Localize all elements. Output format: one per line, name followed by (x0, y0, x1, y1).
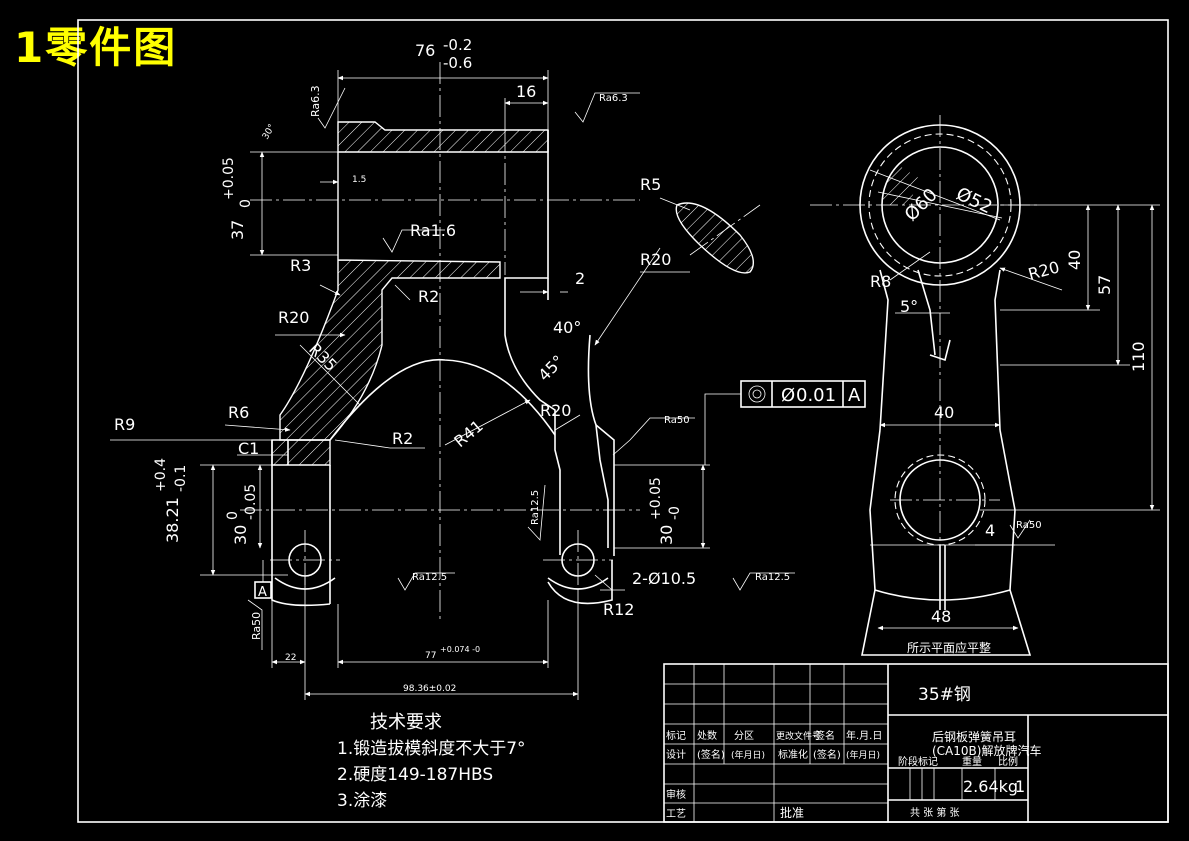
dim-57: 57 (1095, 275, 1114, 295)
tech-item-3: 3.涂漆 (337, 791, 387, 811)
dim-77: 77 (425, 651, 436, 661)
chamfer-c1: C1 (238, 439, 259, 458)
roughness-ra50-left: Ra50 (250, 612, 263, 640)
dim-76-upper: -0.2 (443, 36, 472, 54)
material: 35#钢 (918, 685, 971, 705)
side-view (810, 115, 1160, 656)
dim-30-right-lower: -0 (667, 506, 683, 520)
dim-38-21: 38.21 (163, 497, 182, 543)
dim-4: 4 (985, 521, 995, 540)
dim-37-upper: +0.05 (221, 157, 237, 200)
tb-r1-c2: 处数 (697, 729, 717, 742)
dim-30-left-upper: 0 (225, 511, 241, 520)
roughness-ra125-inner: Ra12.5 (530, 490, 541, 525)
radius-r5: R5 (640, 175, 661, 194)
tech-item-2: 2.硬度149-187HBS (337, 765, 493, 785)
radius-r2-upper: R2 (418, 287, 439, 306)
dim-37: 37 (228, 220, 247, 240)
dim-1-5: 1.5 (352, 175, 366, 185)
tolerance-symbol: Ø (781, 385, 795, 406)
radius-r9: R9 (114, 415, 135, 434)
dim-40-horiz: 40 (934, 403, 954, 422)
roughness-ra50-side: Ra50 (1016, 520, 1042, 531)
tb-r2-c3: (年月日) (731, 749, 765, 761)
tolerance-value: 0.01 (796, 385, 836, 406)
radius-r20-side: R20 (1026, 257, 1061, 284)
dim-76-lower: -0.6 (443, 54, 472, 72)
vehicle-name: (CA10B)解放牌汽车 (932, 743, 1041, 758)
tb-approve: 批准 (780, 805, 804, 820)
dim-40-vert: 40 (1065, 250, 1084, 270)
radius-r20-left: R20 (278, 308, 309, 327)
dim-48: 48 (931, 607, 951, 626)
part-name: 后钢板弹簧吊耳 (932, 729, 1016, 744)
dim-77-tol: +0.074 -0 (440, 645, 480, 654)
tb-r1-c3: 分区 (734, 730, 754, 742)
sheet-count: 共 张 第 张 (910, 806, 960, 819)
roughness-ra16: Ra1.6 (410, 221, 456, 240)
tb-r2-c6: (年月日) (846, 749, 880, 761)
tb-r2-c2: (签名) (697, 748, 725, 761)
radius-r3: R3 (290, 256, 311, 275)
dim-38-upper: +0.4 (153, 458, 169, 492)
tb-r2-c4: 标准化 (778, 748, 808, 761)
radius-r20-mid: R20 (540, 401, 571, 420)
roughness-ra63-right: Ra6.3 (599, 93, 628, 104)
radius-r12: R12 (603, 600, 634, 619)
front-section-view (110, 62, 866, 700)
dim-38-lower: -0.1 (173, 465, 189, 492)
tb-r2-c5: (签名) (813, 748, 841, 761)
datum-label: A (258, 585, 267, 600)
flat-surface-note: 所示平面应平整 (907, 640, 991, 655)
dim-30-left-lower: -0.05 (243, 484, 259, 520)
scale-value: 1 (1015, 777, 1025, 796)
tech-item-1: 1.锻造拔模斜度不大于7° (337, 739, 526, 759)
dim-37-lower: 0 (238, 199, 254, 208)
page-title: 1零件图 (14, 23, 178, 72)
dim-30-right-upper: +0.05 (648, 477, 664, 520)
angle-30: 30° (261, 123, 278, 142)
tb-r1-c5: 签名 (815, 729, 835, 742)
dim-d52: Ø52 (953, 183, 995, 218)
roughness-ra125-hole: Ra12.5 (755, 572, 790, 583)
weight-value: 2.64kg (963, 777, 1018, 796)
angle-45: 45° (534, 351, 567, 384)
title-block (663, 663, 1169, 823)
radius-r41: R41 (450, 416, 486, 451)
tb-r2-c1: 设计 (666, 748, 686, 761)
drawing-frame (77, 19, 1169, 823)
dim-30-right: 30 (657, 525, 676, 545)
roughness-ra63-left: Ra6.3 (309, 85, 322, 117)
tb-process: 工艺 (666, 808, 686, 820)
roughness-ra125-bottom: Ra12.5 (412, 572, 447, 583)
tb-r1-c4: 更改文件号 (776, 730, 821, 742)
radius-r20-right: R20 (640, 250, 671, 269)
stage-label: 阶段标记 (898, 755, 938, 768)
angle-5: 5° (900, 297, 918, 316)
dim-2: 2 (575, 269, 585, 288)
angle-40: 40° (553, 318, 581, 337)
tolerance-datum: A (848, 385, 861, 406)
dim-98-36: 98.36±0.02 (403, 684, 456, 694)
dim-30-left: 30 (231, 525, 250, 545)
dim-16: 16 (516, 82, 536, 101)
tb-r1-c6: 年.月.日 (846, 729, 882, 742)
radius-r8: R8 (870, 272, 891, 291)
tech-heading: 技术要求 (370, 712, 442, 733)
ratio-label: 比例 (998, 755, 1018, 768)
tb-r1-c1: 标记 (666, 730, 686, 742)
roughness-ra50-right: Ra50 (664, 415, 690, 426)
hole-callout: 2-Ø10.5 (632, 569, 696, 588)
mass-label: 重量 (962, 755, 982, 768)
dim-22: 22 (285, 653, 296, 663)
radius-r2-lower: R2 (392, 429, 413, 448)
dim-76: 76 (415, 41, 435, 60)
radius-r6: R6 (228, 403, 249, 422)
tb-review: 审核 (666, 788, 686, 801)
dim-110: 110 (1129, 341, 1148, 372)
